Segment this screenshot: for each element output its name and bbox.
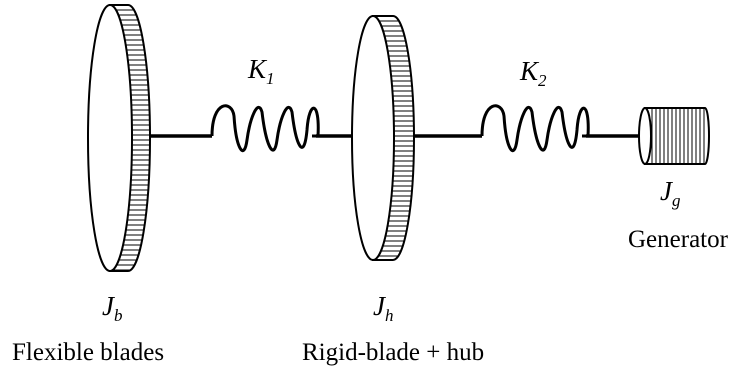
generator-inertia-label: Jg: [660, 176, 680, 210]
spring1-label: K1: [247, 54, 275, 88]
hub-disc-face: [351, 15, 395, 261]
generator-face: [638, 107, 652, 165]
generator-cylinder: [638, 107, 710, 165]
blades-caption: Flexible blades: [12, 339, 164, 366]
blades-inertia-label: Jb: [102, 291, 122, 325]
blades-disc-face: [87, 4, 133, 272]
hub-disc: [351, 15, 415, 261]
generator-ridges: [651, 109, 705, 163]
blades-disc-ridges: [112, 9, 150, 271]
hub-inertia-label: Jh: [373, 291, 393, 325]
hub-caption: Rigid-blade + hub: [302, 339, 484, 366]
spring2-label: K2: [519, 56, 547, 90]
hub-disc-ridges: [378, 20, 414, 257]
spring-k1: [210, 104, 320, 153]
blades-disc: [87, 4, 151, 272]
spring-k2: [480, 104, 590, 153]
generator-caption: Generator: [628, 226, 729, 253]
